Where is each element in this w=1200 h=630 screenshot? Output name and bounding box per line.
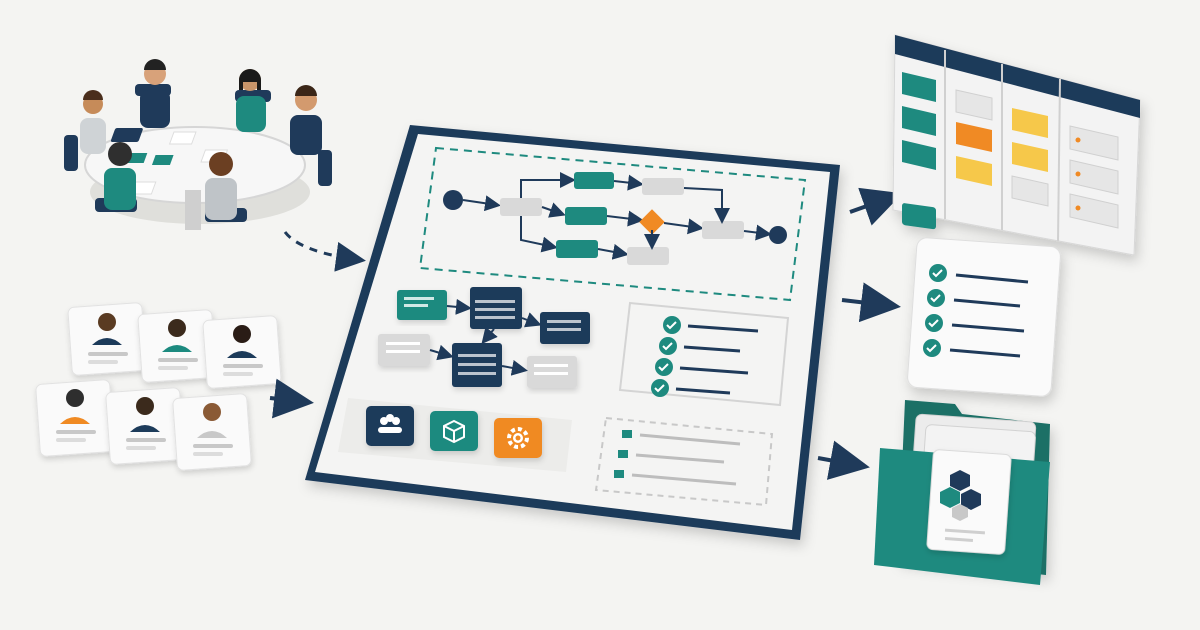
kanban-card[interactable] <box>902 140 936 170</box>
chair <box>318 150 332 186</box>
process-flowchart <box>418 146 807 302</box>
gear-icon <box>507 427 529 449</box>
profile-card[interactable] <box>35 379 115 457</box>
checklist-row[interactable] <box>655 358 749 376</box>
sticky-note <box>151 155 174 165</box>
kanban-header-bar <box>895 35 1140 118</box>
flowchart-frame <box>418 146 807 302</box>
flow-step[interactable] <box>702 221 744 239</box>
kanban-card[interactable] <box>956 156 992 186</box>
tablet <box>110 128 143 142</box>
flow-step[interactable] <box>627 247 669 265</box>
flow-end-node <box>769 226 787 244</box>
output-arrow <box>849 187 903 226</box>
kanban-card[interactable] <box>1069 159 1119 195</box>
checklist-card <box>907 237 1061 397</box>
output-arrow <box>817 440 870 480</box>
checklist-row[interactable] <box>659 337 741 355</box>
task-list-panel <box>594 416 774 507</box>
board-checklist-panel <box>618 301 790 407</box>
checklist-row[interactable] <box>925 314 1025 333</box>
chair <box>64 135 78 171</box>
table-leg <box>185 190 201 230</box>
dashed-flow-arrow <box>283 231 366 272</box>
flow-step[interactable] <box>556 240 598 258</box>
person <box>80 90 106 154</box>
documents-folder[interactable] <box>874 400 1050 585</box>
team-button[interactable] <box>366 406 414 446</box>
team-profile-cards <box>35 302 282 471</box>
profile-card[interactable] <box>67 302 147 376</box>
cube-icon <box>443 419 465 444</box>
kanban-cards <box>902 72 1119 229</box>
kanban-card[interactable] <box>1012 142 1048 172</box>
structure-diagram <box>378 287 590 388</box>
kanban-card[interactable] <box>1011 175 1049 207</box>
module-button[interactable] <box>430 411 478 451</box>
kanban-card[interactable] <box>902 106 936 136</box>
person <box>104 142 136 210</box>
checklist-row[interactable] <box>927 289 1021 308</box>
workflow-board <box>305 125 840 540</box>
action-button-panel <box>338 398 572 472</box>
checklist-row[interactable] <box>663 316 759 334</box>
profile-card[interactable] <box>137 309 217 383</box>
kanban-card[interactable] <box>902 72 936 102</box>
flow-start-node <box>443 190 463 210</box>
people-icon <box>378 414 402 433</box>
kanban-card[interactable] <box>956 122 992 152</box>
profile-card[interactable] <box>202 315 282 389</box>
person <box>236 69 266 132</box>
flow-step[interactable] <box>500 198 542 216</box>
kanban-card[interactable] <box>955 89 993 121</box>
kanban-column-todo <box>902 203 936 230</box>
flow-arrow <box>269 378 314 419</box>
flow-step[interactable] <box>565 207 607 225</box>
output-arrow <box>841 282 901 323</box>
flow-step[interactable] <box>574 172 614 189</box>
checklist-row[interactable] <box>923 339 1021 358</box>
flow-step[interactable] <box>642 178 684 195</box>
kanban-card[interactable] <box>902 203 936 230</box>
kanban-card[interactable] <box>1012 108 1048 138</box>
checklist-row[interactable] <box>929 264 1029 284</box>
team-meeting-scene <box>64 59 332 230</box>
profile-card[interactable] <box>172 393 252 471</box>
settings-button[interactable] <box>494 418 542 458</box>
list-bullet <box>614 470 624 478</box>
person <box>290 85 322 155</box>
profile-card[interactable] <box>105 387 185 465</box>
cubes-icon <box>940 470 981 521</box>
flow-decision[interactable] <box>639 209 665 235</box>
checklist-row[interactable] <box>651 379 731 397</box>
kanban-card[interactable] <box>1069 125 1119 161</box>
kanban-card[interactable] <box>1069 193 1119 229</box>
list-bullet <box>622 430 632 438</box>
list-bullet <box>618 450 628 458</box>
person <box>140 59 170 128</box>
paper <box>168 131 197 145</box>
person <box>205 152 237 220</box>
